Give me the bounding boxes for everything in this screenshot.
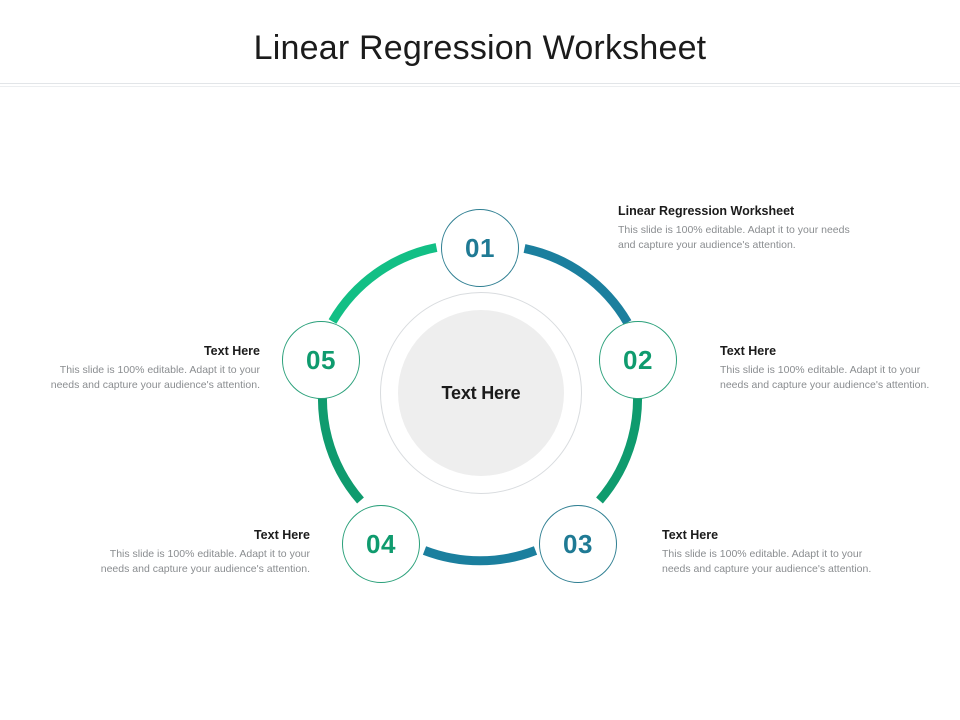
text-block-01-body: This slide is 100% editable. Adapt it to… — [618, 224, 850, 251]
text-block-02: Text Here This slide is 100% editable. A… — [720, 343, 935, 392]
circular-process-diagram: Text Here 01 02 03 04 05 — [270, 190, 690, 602]
text-block-04: Text Here This slide is 100% editable. A… — [95, 527, 310, 576]
node-circle-05[interactable]: 05 — [282, 321, 360, 399]
node-circle-03[interactable]: 03 — [539, 505, 617, 583]
header-divider-secondary — [0, 86, 960, 87]
text-block-05-body: This slide is 100% editable. Adapt it to… — [50, 364, 260, 391]
node-number-05: 05 — [306, 345, 336, 375]
text-block-01-title: Linear Regression Worksheet — [618, 204, 795, 218]
center-label: Text Here — [441, 382, 521, 403]
text-block-02-title: Text Here — [720, 344, 777, 358]
text-block-05-title: Text Here — [203, 344, 260, 358]
node-circle-02[interactable]: 02 — [599, 321, 677, 399]
node-circle-04[interactable]: 04 — [342, 505, 420, 583]
page-title: Linear Regression Worksheet — [253, 29, 707, 67]
node-number-03: 03 — [563, 529, 593, 559]
text-block-04-title: Text Here — [253, 528, 310, 542]
arc-03-to-04 — [422, 546, 538, 566]
text-block-01: Linear Regression Worksheet This slide i… — [618, 203, 868, 252]
header-divider — [0, 83, 960, 84]
arc-01-to-02 — [523, 244, 632, 325]
slide-header: Linear Regression Worksheet — [0, 0, 960, 87]
node-circle-01[interactable]: 01 — [441, 209, 519, 287]
arc-05-to-01 — [328, 243, 438, 324]
node-number-02: 02 — [623, 345, 653, 375]
node-number-04: 04 — [366, 529, 396, 559]
node-number-01: 01 — [465, 233, 495, 263]
text-block-03-title: Text Here — [662, 528, 719, 542]
text-block-05: Text Here This slide is 100% editable. A… — [45, 343, 260, 392]
center-outer-ring — [380, 292, 582, 494]
text-block-03: Text Here This slide is 100% editable. A… — [662, 527, 877, 576]
text-block-04-body: This slide is 100% editable. Adapt it to… — [100, 548, 310, 575]
text-block-03-body: This slide is 100% editable. Adapt it to… — [662, 548, 872, 575]
center-disc[interactable]: Text Here — [398, 310, 564, 476]
text-block-02-body: This slide is 100% editable. Adapt it to… — [720, 364, 930, 391]
